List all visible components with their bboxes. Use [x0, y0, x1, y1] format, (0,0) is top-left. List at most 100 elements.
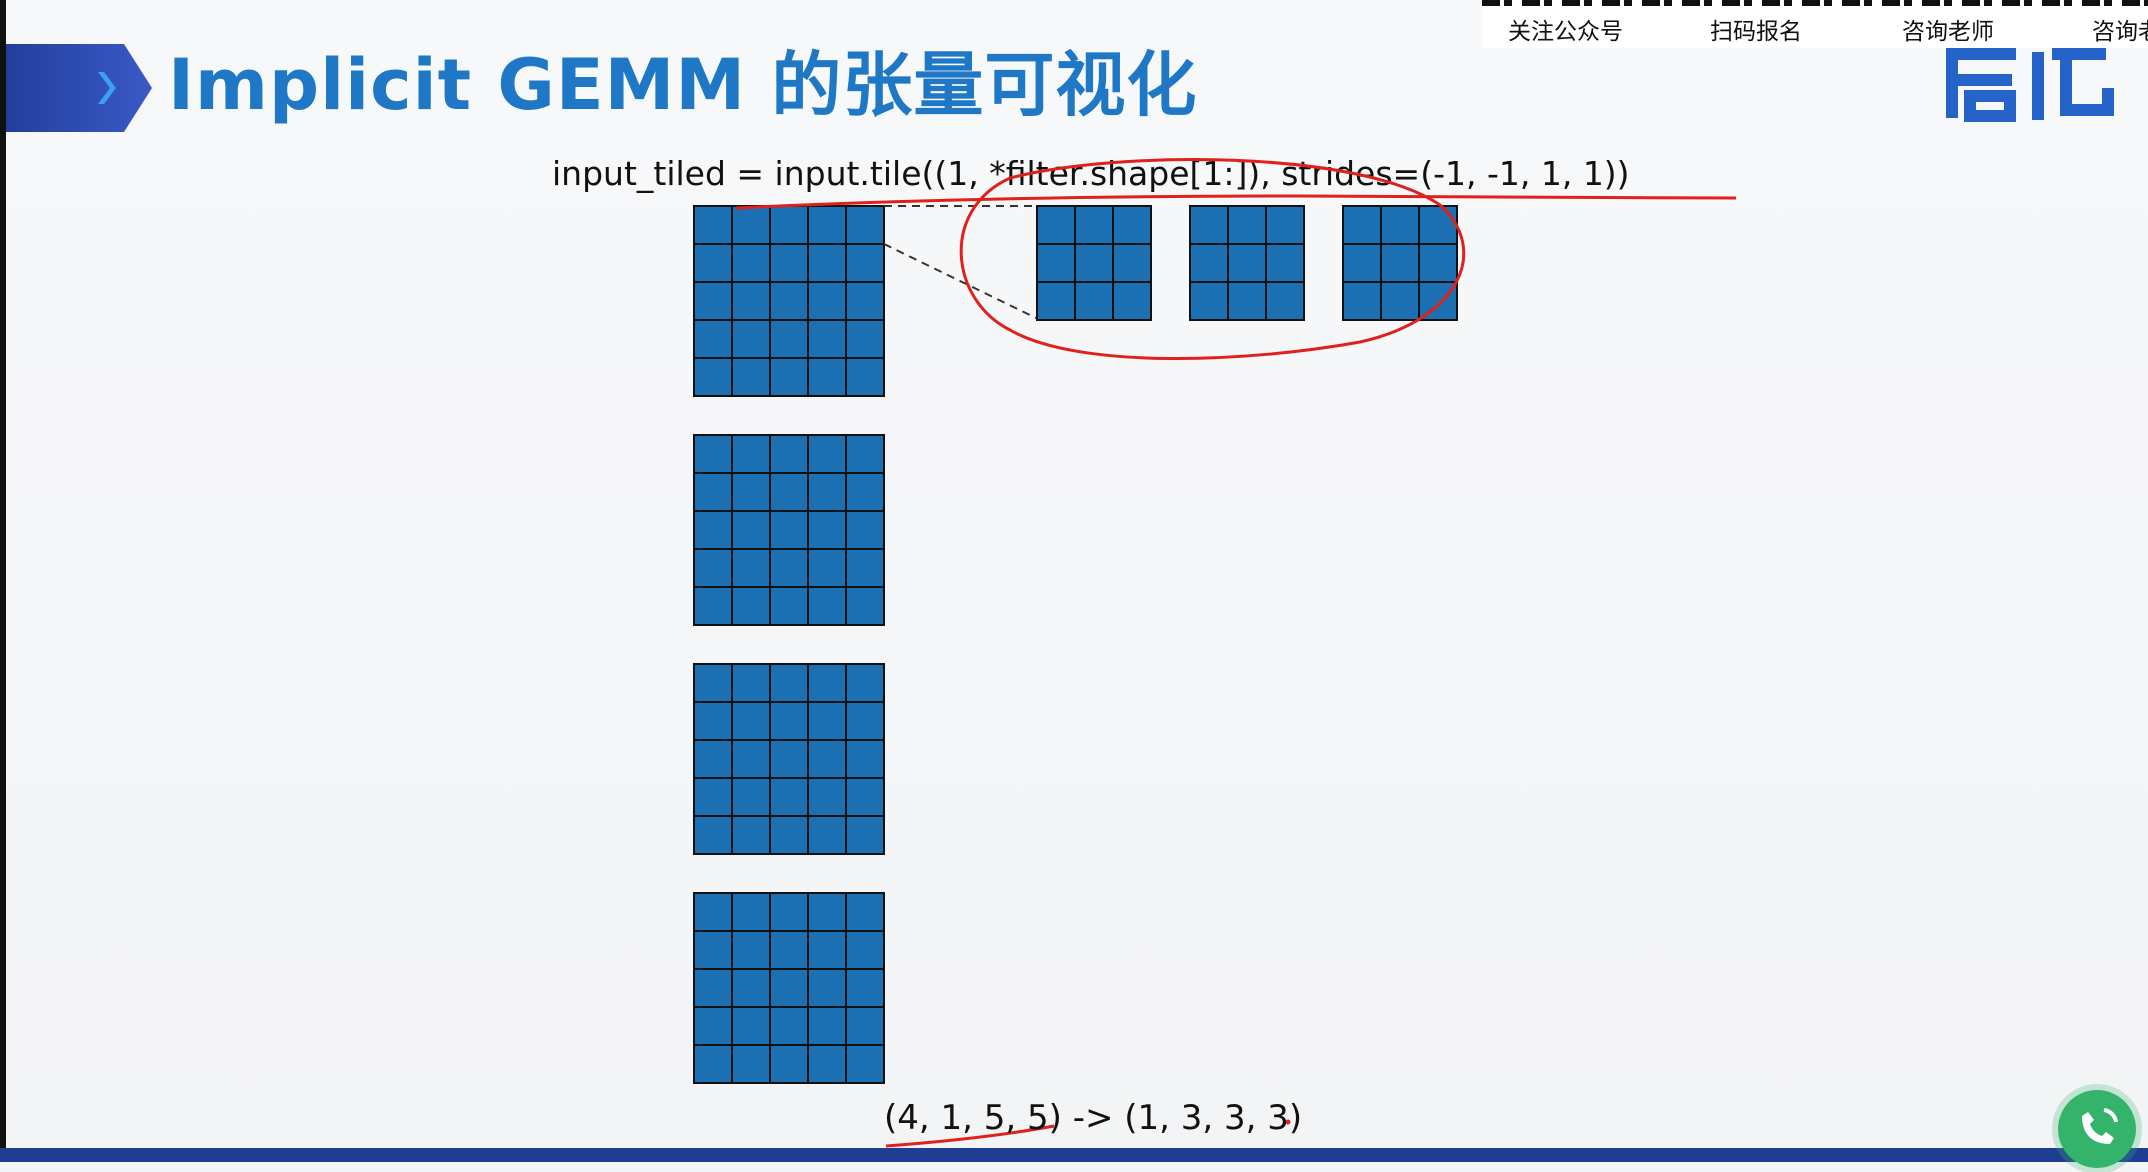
grid-cell: [845, 777, 885, 817]
grid-cell: [845, 243, 885, 283]
grid-cell: [1036, 243, 1076, 283]
dashed-connector-bottom: [883, 243, 1037, 319]
grid-cell: [807, 319, 847, 359]
input-grid-3: [693, 663, 885, 855]
grid-cell: [731, 434, 771, 474]
grid-cell: [845, 968, 885, 1008]
grid-cell: [807, 968, 847, 1008]
grid-cell: [845, 586, 885, 626]
grid-cell: [769, 548, 809, 588]
annotation-circle-tiles: [959, 158, 1466, 360]
input-grid-2: [693, 434, 885, 626]
grid-cell: [1380, 243, 1420, 283]
grid-cell: [845, 205, 885, 245]
grid-cell: [807, 777, 847, 817]
call-button[interactable]: [2058, 1090, 2136, 1168]
grid-cell: [769, 892, 809, 932]
grid-cell: [807, 434, 847, 474]
grid-cell: [1380, 281, 1420, 321]
grid-cell: [1380, 205, 1420, 245]
grid-cell: [807, 1006, 847, 1046]
grid-cell: [731, 205, 771, 245]
qr-label-consult-teacher[interactable]: 咨询老师: [1902, 19, 1994, 45]
grid-cell: [769, 739, 809, 779]
qr-label-consult[interactable]: 咨询老: [2092, 19, 2148, 45]
grid-cell: [731, 586, 771, 626]
grid-cell: [693, 663, 733, 703]
qr-label-follow[interactable]: 关注公众号: [1508, 19, 1623, 45]
grid-cell: [731, 739, 771, 779]
grid-cell: [845, 701, 885, 741]
grid-cell: [769, 319, 809, 359]
grid-cell: [1342, 243, 1382, 283]
grid-cell: [769, 281, 809, 321]
brand-logo: 启航: [1946, 48, 2114, 122]
grid-cell: [845, 319, 885, 359]
grid-cell: [693, 243, 733, 283]
grid-cell: [769, 472, 809, 512]
grid-cell: [693, 701, 733, 741]
grid-cell: [693, 472, 733, 512]
grid-cell: [845, 815, 885, 855]
code-line: input_tiled = input.tile((1, *filter.sha…: [552, 154, 1630, 193]
grid-cell: [731, 548, 771, 588]
shape-transform-label: (4, 1, 5, 5) -> (1, 3, 3, 3): [884, 1098, 1303, 1138]
grid-cell: [693, 434, 733, 474]
window-left-edge: [0, 0, 6, 1162]
tile-grid-1: [1036, 205, 1152, 321]
grid-cell: [807, 815, 847, 855]
grid-cell: [769, 586, 809, 626]
grid-cell: [693, 815, 733, 855]
grid-cell: [731, 510, 771, 550]
grid-cell: [731, 663, 771, 703]
grid-cell: [769, 663, 809, 703]
grid-cell: [693, 548, 733, 588]
grid-cell: [731, 281, 771, 321]
grid-cell: [693, 1044, 733, 1084]
grid-cell: [845, 281, 885, 321]
grid-cell: [731, 815, 771, 855]
grid-cell: [845, 930, 885, 970]
grid-cell: [1265, 243, 1305, 283]
grid-cell: [1227, 243, 1267, 283]
grid-cell: [1342, 281, 1382, 321]
tile-grid-2: [1189, 205, 1305, 321]
grid-cell: [1074, 205, 1114, 245]
grid-cell: [1418, 243, 1458, 283]
grid-cell: [1342, 205, 1382, 245]
grid-cell: [1265, 205, 1305, 245]
grid-cell: [769, 357, 809, 397]
grid-cell: [1189, 205, 1229, 245]
grid-cell: [731, 701, 771, 741]
grid-cell: [769, 968, 809, 1008]
input-grid-4: [693, 892, 885, 1084]
grid-cell: [1112, 205, 1152, 245]
title-chevron-icon: [6, 44, 152, 132]
grid-cell: [845, 472, 885, 512]
grid-cell: [693, 510, 733, 550]
grid-cell: [769, 434, 809, 474]
grid-cell: [731, 892, 771, 932]
grid-cell: [693, 777, 733, 817]
grid-cell: [1265, 281, 1305, 321]
grid-cell: [1074, 281, 1114, 321]
grid-cell: [845, 739, 885, 779]
annotation-underline-input-shape: [885, 1124, 1055, 1148]
grid-cell: [1074, 243, 1114, 283]
grid-cell: [807, 663, 847, 703]
grid-cell: [807, 892, 847, 932]
grid-cell: [731, 1044, 771, 1084]
grid-cell: [693, 930, 733, 970]
grid-cell: [807, 357, 847, 397]
grid-cell: [845, 892, 885, 932]
grid-cell: [807, 1044, 847, 1084]
grid-cell: [845, 434, 885, 474]
grid-cell: [769, 205, 809, 245]
grid-cell: [731, 968, 771, 1008]
grid-cell: [807, 472, 847, 512]
grid-cell: [1189, 281, 1229, 321]
grid-cell: [1189, 243, 1229, 283]
qr-label-signup[interactable]: 扫码报名: [1710, 19, 1802, 45]
grid-cell: [845, 1044, 885, 1084]
